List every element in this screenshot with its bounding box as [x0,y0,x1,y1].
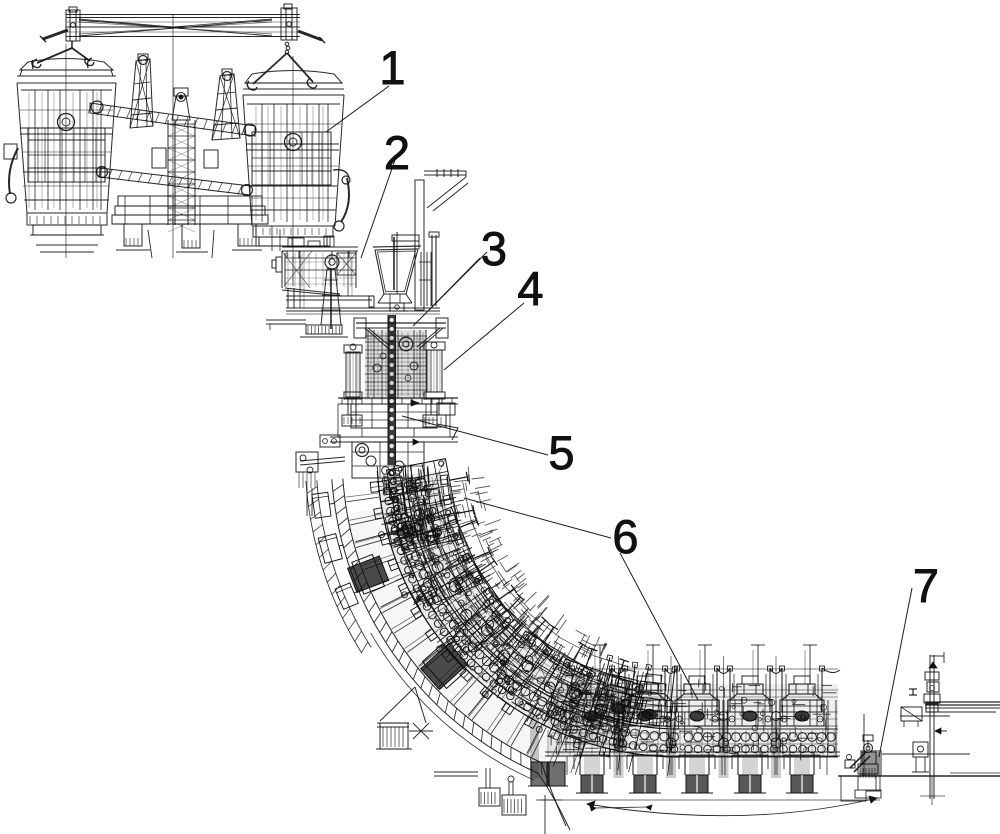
svg-text:2: 2 [384,126,410,179]
svg-text:7: 7 [913,559,939,612]
svg-text:6: 6 [612,510,638,563]
svg-text:5: 5 [548,426,574,479]
svg-text:4: 4 [517,262,543,315]
svg-text:1: 1 [379,41,405,94]
svg-text:3: 3 [481,222,507,275]
